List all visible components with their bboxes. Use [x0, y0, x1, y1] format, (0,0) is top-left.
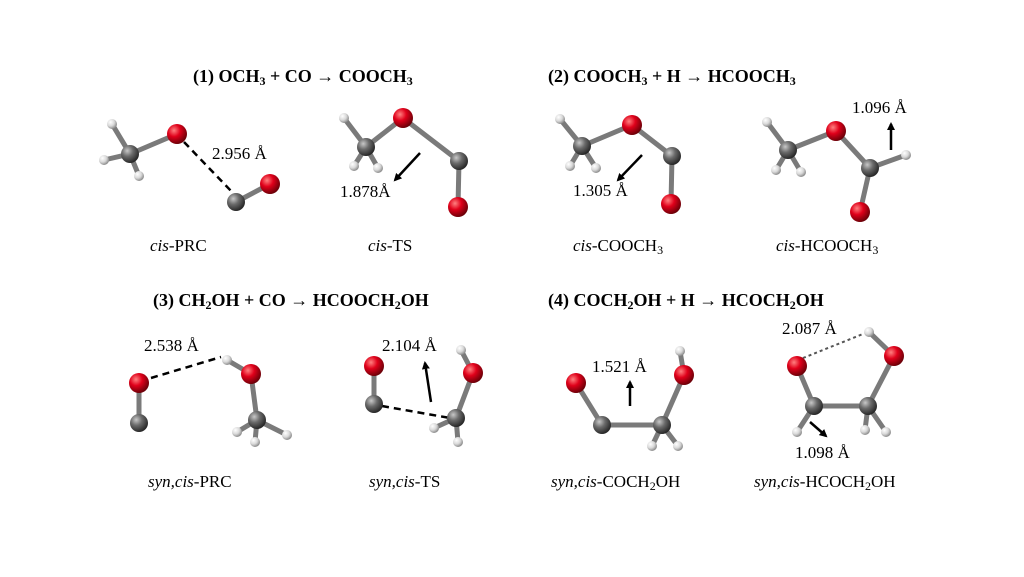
distance-label-4: 1.096 Å — [852, 98, 907, 117]
molecule-cis-hcooch3 — [762, 117, 911, 222]
label-cis-cooch3: cis-COOCH3 — [573, 236, 664, 257]
distance-label-1: 2.956 Å — [212, 144, 267, 163]
molecule-syn-cis-hcoch2oh — [787, 327, 904, 438]
molecule-cis-cooch3 — [555, 114, 681, 214]
distance-label-3: 1.305 Å — [573, 181, 628, 200]
molecule-syn-cis-prc — [129, 355, 292, 447]
distance-label-8: 2.087 Å — [782, 319, 837, 338]
molecule-syn-cis-coch2oh — [566, 346, 694, 451]
distance-label-7: 1.521 Å — [592, 357, 647, 376]
molecule-cis-prc — [99, 119, 280, 211]
reaction-1-title: (1) OCH3 + CO → COOCH3 — [193, 66, 413, 88]
label-syn-cis-prc: syn,cis-PRC — [148, 472, 232, 491]
label-cis-prc: cis-PRC — [150, 236, 207, 255]
reaction-2-title: (2) COOCH3 + H → HCOOCH3 — [548, 66, 796, 88]
distance-label-9: 1.098 Å — [795, 443, 850, 462]
reaction-3-title: (3) CH2OH + CO → HCOOCH2OH — [153, 290, 429, 312]
distance-label-5: 2.538 Å — [144, 336, 199, 355]
label-cis-ts: cis-TS — [368, 236, 413, 255]
label-syn-cis-hcoch2oh: syn,cis-HCOCH2OH — [754, 472, 896, 493]
reaction-4-title: (4) COCH2OH + H → HCOCH2OH — [548, 290, 824, 312]
label-syn-cis-coch2oh: syn,cis-COCH2OH — [551, 472, 681, 493]
label-cis-hcooch3: cis-HCOOCH3 — [776, 236, 879, 257]
distance-label-2: 1.878Å — [340, 182, 391, 201]
molecule-syn-cis-ts — [364, 345, 483, 447]
label-syn-cis-ts: syn,cis-TS — [369, 472, 441, 491]
molecule-cis-ts — [339, 108, 468, 217]
distance-label-6: 2.104 Å — [382, 336, 437, 355]
